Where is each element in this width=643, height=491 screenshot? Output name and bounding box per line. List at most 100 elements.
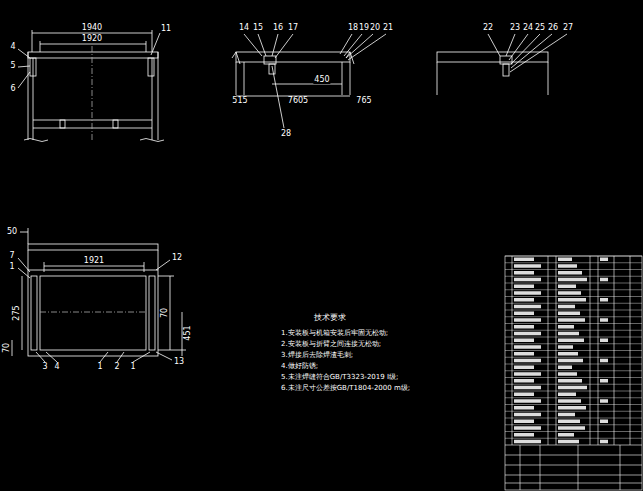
table-cell-mark — [558, 440, 579, 444]
table-rule — [505, 424, 642, 425]
table-cell-mark — [600, 318, 608, 322]
dimension-or-callout: 451 — [184, 324, 192, 341]
table-rule — [505, 391, 642, 392]
table-rule — [505, 418, 642, 419]
table-cell-mark — [514, 264, 541, 268]
table-cell-mark — [600, 278, 608, 282]
table-rule — [505, 310, 642, 311]
table-cell-mark — [558, 386, 587, 390]
table-rule — [505, 343, 642, 344]
table-cell-mark — [514, 426, 541, 430]
table-cell-mark — [558, 312, 580, 316]
dimension-or-callout: 5 — [9, 62, 16, 70]
table-rule — [505, 397, 642, 398]
dimension-or-callout: 24 — [522, 24, 534, 32]
table-cell-mark — [600, 258, 608, 262]
table-rule — [505, 283, 642, 284]
table-cell-mark — [600, 399, 608, 403]
table-cell-mark — [600, 440, 608, 444]
table-rule — [505, 337, 642, 338]
table-rule — [505, 289, 642, 290]
table-rule — [505, 411, 642, 412]
table-rule — [505, 350, 642, 351]
table-cell-mark — [514, 325, 534, 329]
table-rule — [505, 276, 642, 277]
technical-note: 4.做好防锈; — [280, 363, 319, 370]
table-cell-mark — [514, 291, 541, 295]
detail-view — [437, 34, 567, 95]
dimension-or-callout: 275 — [13, 304, 21, 321]
dimension-or-callout: 17 — [287, 24, 299, 32]
table-cell-mark — [514, 386, 541, 390]
dimension-or-callout: 7 — [8, 252, 15, 260]
table-cell-mark — [514, 258, 534, 262]
table-rule — [505, 323, 642, 324]
table-cell-mark — [558, 393, 576, 397]
table-cell-mark — [558, 271, 582, 275]
technical-note: 1.安装板与机箱安装后牢固无松动; — [280, 330, 389, 337]
table-rule — [505, 303, 642, 304]
table-cell-mark — [558, 325, 574, 329]
table-cell-mark — [514, 440, 541, 444]
table-rows — [505, 256, 642, 443]
table-cell-mark — [600, 298, 608, 302]
table-cell-mark — [514, 372, 541, 376]
dimension-or-callout: 70 — [161, 307, 169, 319]
table-cell-mark — [558, 379, 582, 383]
parts-table — [505, 256, 642, 490]
table-cell-mark — [514, 332, 541, 336]
table-cell-mark — [558, 285, 576, 289]
table-rule — [505, 377, 642, 378]
table-cell-mark — [558, 406, 586, 410]
table-cell-mark — [558, 264, 577, 268]
dimension-or-callout: 27 — [562, 24, 574, 32]
table-cell-mark — [558, 278, 587, 282]
table-cell-mark — [558, 291, 581, 295]
table-rule — [505, 357, 642, 358]
table-rule — [505, 296, 642, 297]
dimension-or-callout: 515 — [231, 97, 248, 105]
table-cell-mark — [558, 433, 574, 437]
table-cell-mark — [558, 298, 586, 302]
table-cell-mark — [514, 345, 541, 349]
dimension-or-callout: 3 — [41, 363, 48, 371]
table-cell-mark — [558, 318, 585, 322]
table-cell-mark — [514, 413, 541, 417]
table-cell-mark — [514, 305, 541, 309]
table-rule — [505, 269, 642, 270]
dimension-or-callout: 20 — [369, 24, 381, 32]
table-cell-mark — [558, 366, 572, 370]
dimension-or-callout: 21 — [382, 24, 394, 32]
table-cell-mark — [514, 393, 534, 397]
dimension-or-callout: 11 — [160, 25, 172, 33]
dimension-or-callout: 450 — [313, 76, 330, 84]
table-cell-mark — [558, 372, 577, 376]
table-cell-mark — [558, 339, 584, 343]
table-cell-mark — [558, 352, 578, 356]
dimension-or-callout: 12 — [171, 254, 183, 262]
table-rule — [505, 316, 642, 317]
table-rule — [505, 364, 642, 365]
dimension-or-callout: 1 — [129, 363, 136, 371]
technical-note: 2.安装板与折臂之间连接无松动; — [280, 341, 382, 348]
dimension-or-callout: 70 — [3, 342, 11, 354]
table-cell-mark — [558, 399, 581, 403]
notes-heading: 技术要求 — [313, 314, 347, 322]
table-cell-mark — [514, 339, 534, 343]
table-rule — [505, 262, 642, 263]
table-cell-mark — [558, 345, 573, 349]
table-cell-mark — [514, 379, 534, 383]
table-cell-mark — [600, 339, 608, 343]
table-rule — [505, 384, 642, 385]
technical-note: 6.未注尺寸公差按GB/T1804-2000 m级; — [280, 385, 411, 392]
table-rule — [505, 431, 642, 432]
table-cell-mark — [558, 359, 583, 363]
dimension-or-callout: 28 — [280, 130, 292, 138]
table-cell-mark — [514, 278, 541, 282]
dimension-or-callout: 2 — [113, 363, 120, 371]
dimension-or-callout: 4 — [53, 363, 60, 371]
dimension-or-callout: 50 — [6, 228, 18, 236]
table-cell-mark — [558, 426, 585, 430]
dimension-or-callout: 23 — [509, 24, 521, 32]
